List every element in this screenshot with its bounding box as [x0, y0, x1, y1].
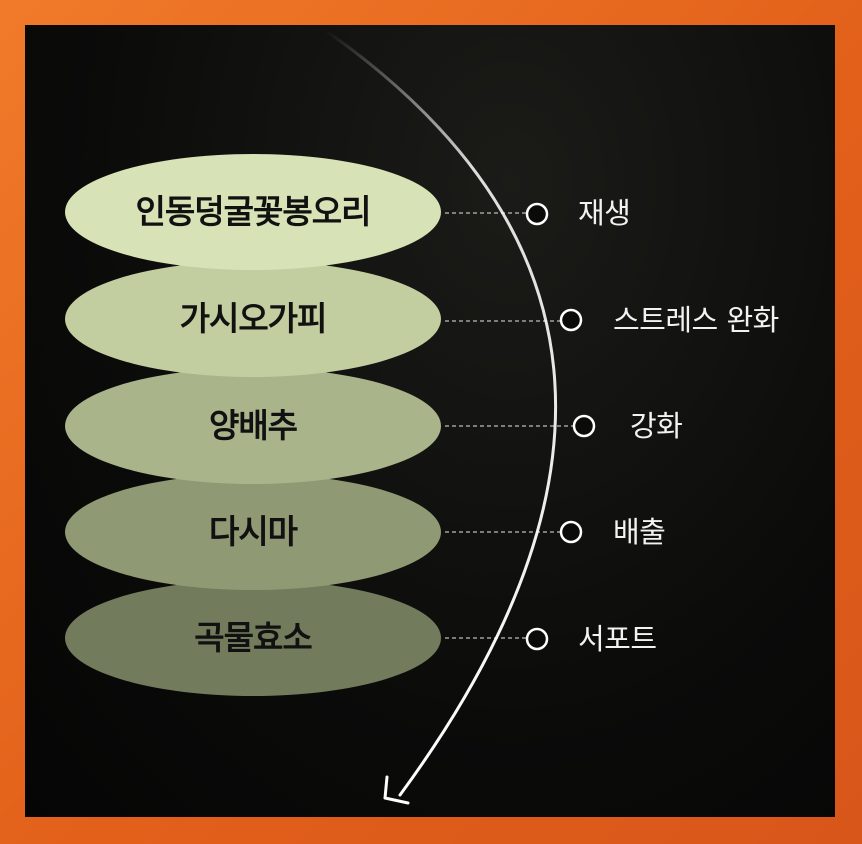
effect-label-5: 서포트 [578, 622, 657, 656]
layer-ellipse-4 [65, 474, 441, 590]
layer-ellipse-1 [65, 154, 441, 270]
arc-node-2 [559, 308, 583, 332]
effect-label-2: 스트레스 완화 [613, 303, 779, 337]
layer-label-2: 가시오가피 [179, 299, 328, 338]
layer-label-5: 곡물효소 [194, 618, 312, 657]
arrow-head-icon [383, 775, 410, 805]
arc-node-3 [572, 414, 596, 438]
effect-label-4: 배출 [613, 515, 666, 549]
diagram-panel: 인동덩굴꽃봉오리 가시오가피 양배추 다시마 곡물효소 재생 스트레스 완화 강… [25, 25, 835, 817]
arc-node-4 [559, 520, 583, 544]
layer-label-4: 다시마 [208, 512, 298, 551]
layer-ellipse-3 [65, 368, 441, 484]
layer-ellipse-5 [65, 580, 441, 696]
effect-label-3: 강화 [630, 409, 683, 443]
flow-arc [323, 28, 557, 797]
effect-label-1: 재생 [578, 196, 631, 230]
layer-ellipse-2 [65, 261, 441, 377]
layer-label-3: 양배추 [208, 406, 298, 445]
arc-node-1 [525, 202, 549, 226]
layer-label-1: 인동덩굴꽃봉오리 [135, 192, 372, 231]
arc-node-5 [525, 627, 549, 651]
diagram-svg [65, 28, 596, 805]
